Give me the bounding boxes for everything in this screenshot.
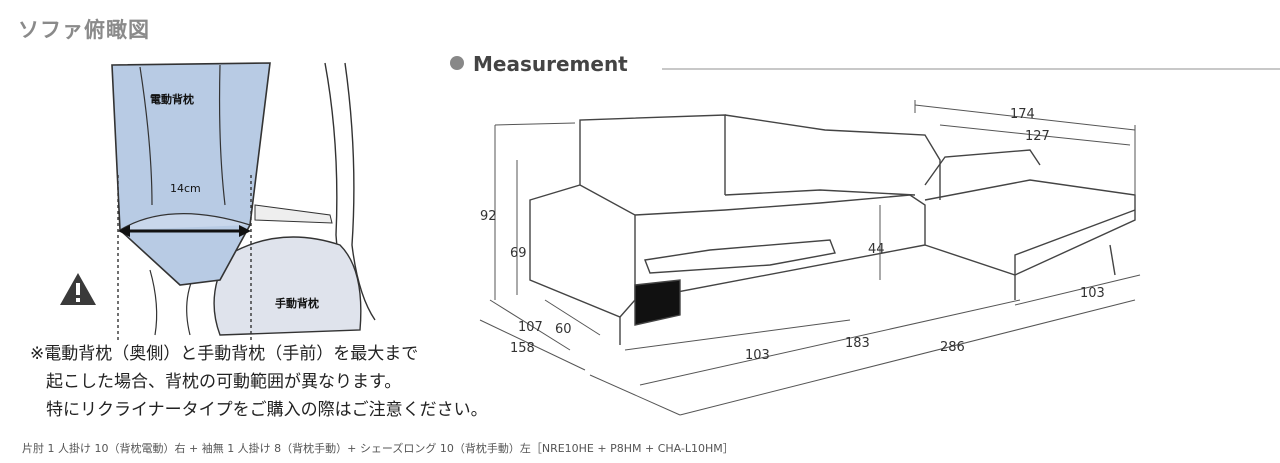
caution-notes: ※電動背枕（奥側）と手動背枕（手前）を最大まで 起こした場合、背枕の可動範囲が異… bbox=[30, 340, 488, 424]
sofa-measurement-diagram: 174 127 92 69 44 107 60 158 103 183 286 … bbox=[479, 100, 1141, 416]
dim-60: 60 bbox=[555, 322, 572, 337]
label-manual-backrest: 手動背枕 bbox=[275, 296, 319, 310]
page-title: ソファ俯瞰図 bbox=[18, 18, 150, 42]
dim-92: 92 bbox=[480, 209, 497, 224]
dim-107: 107 bbox=[518, 320, 543, 335]
dim-103-chaise: 103 bbox=[1080, 286, 1105, 301]
note-line-3: 特にリクライナータイプをご購入の際はご注意ください。 bbox=[46, 400, 488, 420]
dim-103-seat: 103 bbox=[745, 348, 770, 363]
dim-174: 174 bbox=[1010, 107, 1035, 122]
note-line-1: ※電動背枕（奥側）と手動背枕（手前）を最大まで bbox=[30, 344, 419, 364]
product-caption: 片肘 1 人掛け 10（背枕電動）右 + 袖無 1 人掛け 8（背枕手動）+ シ… bbox=[22, 442, 734, 455]
divider bbox=[662, 68, 1280, 70]
note-line-2: 起こした場合、背枕の可動範囲が異なります。 bbox=[46, 372, 402, 392]
measurement-title: Measurement bbox=[473, 52, 628, 76]
sofa-top-view-diagram: 電動背枕 14cm 手動背枕 bbox=[60, 62, 376, 340]
dim-183: 183 bbox=[845, 336, 870, 351]
dim-158: 158 bbox=[510, 341, 535, 356]
label-width: 14cm bbox=[170, 182, 201, 195]
dim-69: 69 bbox=[510, 246, 527, 261]
dim-286: 286 bbox=[940, 340, 965, 355]
label-electric-backrest: 電動背枕 bbox=[150, 92, 194, 106]
bullet-icon bbox=[450, 56, 464, 70]
dim-127: 127 bbox=[1025, 129, 1050, 144]
dim-44: 44 bbox=[868, 242, 885, 257]
